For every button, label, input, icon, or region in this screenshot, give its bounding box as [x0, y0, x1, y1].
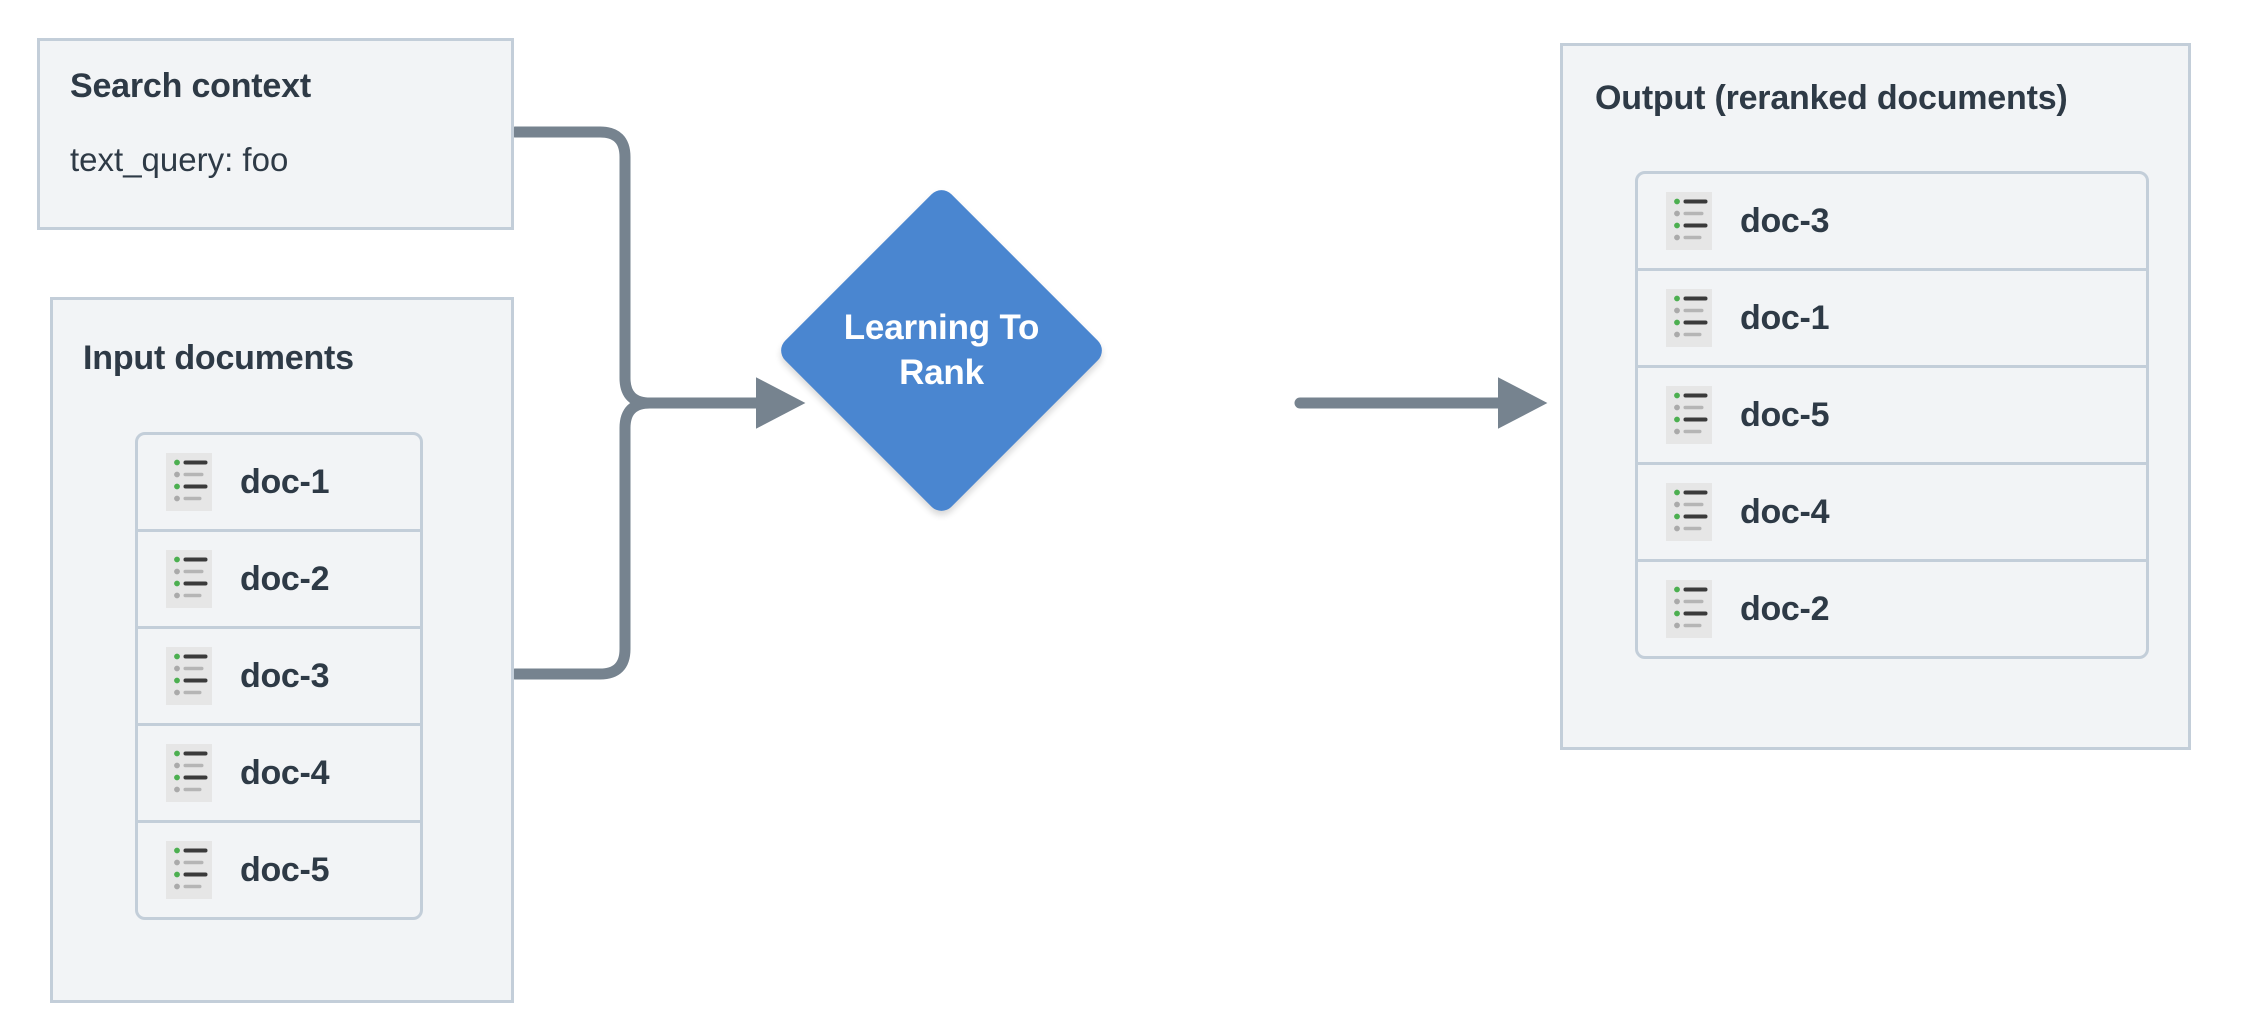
document-label: doc-3 — [240, 656, 330, 695]
ltr-label-line-1: Learning To — [843, 307, 1040, 347]
learning-to-rank-label: Learning To Rank — [824, 233, 1059, 468]
document-label: doc-5 — [240, 850, 330, 889]
document-list-icon — [1666, 192, 1712, 250]
output-documents-list: doc-3 doc-1 doc-5 doc-4 doc-2 — [1635, 171, 2149, 659]
document-label: doc-2 — [1740, 589, 1830, 628]
document-list-icon — [1666, 580, 1712, 638]
document-label: doc-5 — [1740, 395, 1830, 434]
document-card[interactable]: doc-2 — [1635, 559, 2149, 659]
document-list-icon — [166, 744, 212, 802]
document-card[interactable]: doc-1 — [135, 432, 423, 532]
document-card[interactable]: doc-5 — [135, 820, 423, 920]
document-list-icon — [166, 647, 212, 705]
output-title: Output (reranked documents) — [1595, 79, 2068, 117]
document-card[interactable]: doc-4 — [135, 723, 423, 823]
document-card[interactable]: doc-3 — [135, 626, 423, 726]
document-label: doc-1 — [240, 462, 330, 501]
document-card[interactable]: doc-3 — [1635, 171, 2149, 271]
edge-input-documents-to-ltr — [509, 397, 741, 680]
document-label: doc-4 — [240, 753, 330, 792]
ltr-label-line-2: Rank — [899, 352, 984, 392]
document-list-icon — [1666, 483, 1712, 541]
document-list-icon — [166, 841, 212, 899]
input-documents-title: Input documents — [83, 339, 354, 377]
search-context-box: Search context text_query: foo — [37, 38, 514, 230]
document-label: doc-2 — [240, 559, 330, 598]
document-label: doc-4 — [1740, 492, 1830, 531]
document-label: doc-1 — [1740, 298, 1830, 337]
document-card[interactable]: doc-4 — [1635, 462, 2149, 562]
document-list-icon — [1666, 386, 1712, 444]
input-documents-list: doc-1 doc-2 doc-3 doc-4 doc-5 — [135, 432, 423, 920]
document-card[interactable]: doc-2 — [135, 529, 423, 629]
document-card[interactable]: doc-1 — [1635, 268, 2149, 368]
edge-search-context-to-ltr — [509, 126, 741, 409]
document-list-icon — [1666, 289, 1712, 347]
document-list-icon — [166, 453, 212, 511]
search-context-title: Search context — [70, 67, 311, 105]
search-context-query-value: text_query: foo — [70, 141, 289, 178]
document-label: doc-3 — [1740, 201, 1830, 240]
document-card[interactable]: doc-5 — [1635, 365, 2149, 465]
document-list-icon — [166, 550, 212, 608]
